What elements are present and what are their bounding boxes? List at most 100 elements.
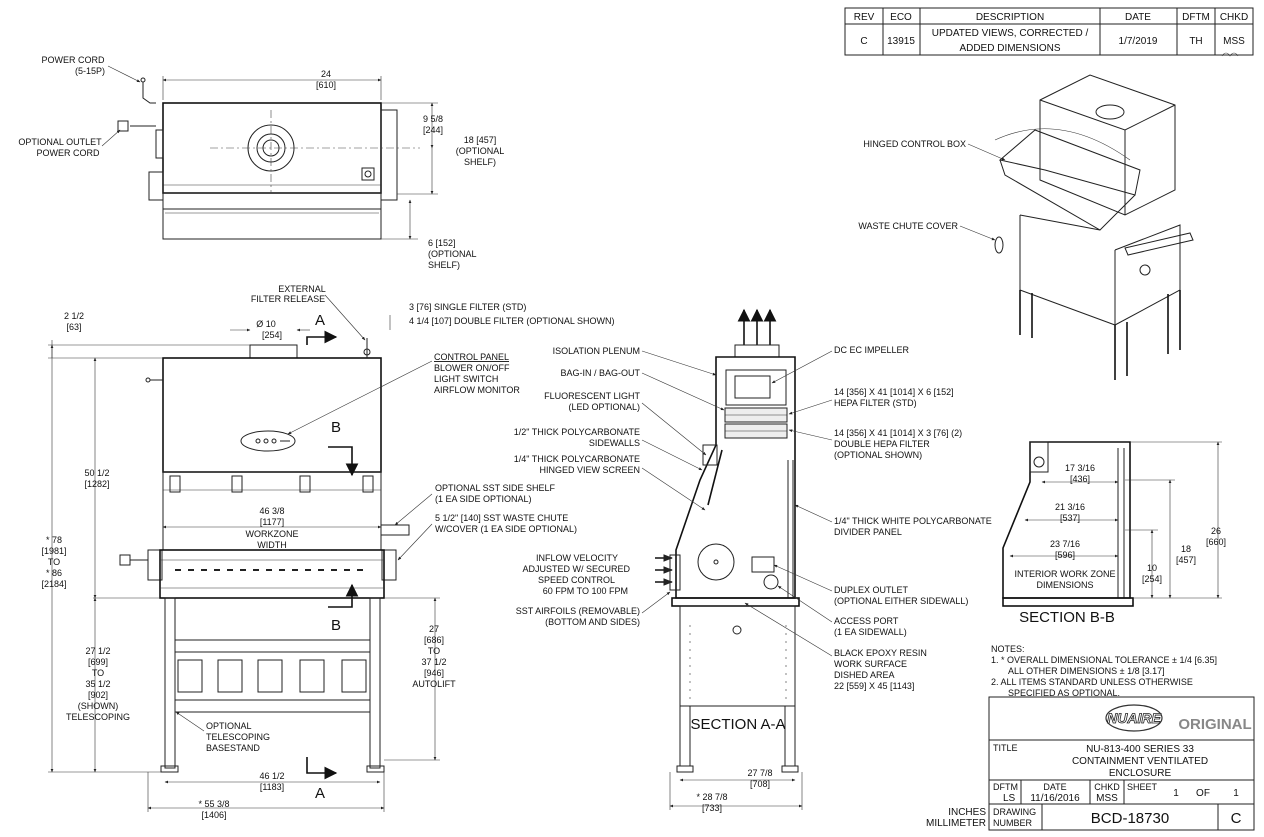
- dim-27-e: [946]: [424, 668, 444, 678]
- top-dim-6: 6 [152]: [428, 238, 456, 248]
- workzone-label: WORKZONE: [246, 529, 299, 539]
- top-width-dim: 24: [321, 69, 331, 79]
- double-hepa-label3: (OPTIONAL SHOWN): [834, 450, 922, 460]
- power-cord-type: (5-15P): [75, 66, 105, 76]
- dim-27-b: [686]: [424, 635, 444, 645]
- dim-78-b: [1981]: [41, 546, 66, 556]
- hinged-control-label: HINGED CONTROL BOX: [863, 139, 966, 149]
- rev-value: C: [860, 36, 867, 47]
- dim-2-12: 2 1/2: [64, 311, 84, 321]
- section-a-top: A: [315, 312, 325, 329]
- dim-78-d: * 86: [46, 568, 62, 578]
- dim-23-716-mm: [596]: [1055, 550, 1075, 560]
- dim-18: 18: [1181, 544, 1191, 554]
- section-bb-view: 17 3/16 [436] 21 3/16 [537] 23 7/16 [596…: [1002, 441, 1226, 626]
- title-line1: NU-813-400 SERIES 33: [1086, 744, 1194, 755]
- chkd-header: CHKD: [1220, 12, 1248, 23]
- airflow-monitor-label: AIRFLOW MONITOR: [434, 385, 520, 395]
- isometric-view: HINGED CONTROL BOX WASTE CHUTE COVER: [858, 74, 1194, 380]
- top-dim-18-note1: (OPTIONAL: [456, 146, 505, 156]
- dim-55-38-mm: [1406]: [201, 810, 226, 820]
- chkd-value: MSS: [1223, 36, 1245, 47]
- dim-27-d: 37 1/2: [421, 657, 446, 667]
- top-view: 24 [610] 9 5/8 [244] 18 [457] (OPTIONAL …: [18, 55, 504, 270]
- dim-27-12-e: [902]: [88, 690, 108, 700]
- dim-21-316: 21 3/16: [1055, 502, 1085, 512]
- eco-header: ECO: [890, 12, 912, 23]
- top-width-mm: [610]: [316, 80, 336, 90]
- sheet-total: 1: [1233, 788, 1239, 799]
- drawing-number: BCD-18730: [1091, 810, 1169, 827]
- sheet-number: 1: [1173, 788, 1179, 799]
- dim-78-c: TO: [48, 557, 60, 567]
- dim-17-316-mm: [436]: [1070, 474, 1090, 484]
- divider-label: 1/4" THICK WHITE POLYCARBONATE: [834, 516, 992, 526]
- top-dim-6-note2: SHELF): [428, 260, 460, 270]
- dim-27-78-mm: [708]: [750, 779, 770, 789]
- dim-21-316-mm: [537]: [1060, 513, 1080, 523]
- optional-outlet-label2: POWER CORD: [37, 148, 101, 158]
- note-2: 2. ALL ITEMS STANDARD UNLESS OTHERWISE: [991, 677, 1193, 687]
- dim-55-38: * 55 3/8: [198, 799, 229, 809]
- dim-27-f: AUTOLIFT: [412, 679, 456, 689]
- section-b-bottom: B: [331, 617, 341, 634]
- dim-50-12-mm: [1282]: [84, 479, 109, 489]
- waste-chute-label2: W/COVER (1 EA SIDE OPTIONAL): [435, 524, 577, 534]
- note-2b: SPECIFIED AS OPTIONAL.: [1008, 688, 1120, 698]
- dim-28-78-mm: [733]: [702, 803, 722, 813]
- dim-78-a: * 78: [46, 535, 62, 545]
- dftm-value: LS: [1003, 793, 1016, 804]
- sheet-of: OF: [1196, 788, 1210, 799]
- dim-diameter: Ø 10: [256, 319, 276, 329]
- basestand-label: OPTIONAL: [206, 721, 252, 731]
- dim-2-12-mm: [63]: [66, 322, 81, 332]
- title-block: NUAIRE ORIGINAL TITLE NU-813-400 SERIES …: [926, 696, 1255, 831]
- access-port-label2: (1 EA SIDEWALL): [834, 627, 907, 637]
- dim-50-12: 50 1/2: [84, 468, 109, 478]
- isolation-plenum-label: ISOLATION PLENUM: [553, 346, 640, 356]
- basestand-label2: TELESCOPING: [206, 732, 270, 742]
- dim-27-12-d: 35 1/2: [85, 679, 110, 689]
- dim-27-78: 27 7/8: [747, 768, 772, 778]
- airfoils-label: SST AIRFOILS (REMOVABLE): [516, 606, 640, 616]
- inflow-label4: 60 FPM TO 100 FPM: [543, 586, 628, 596]
- dim-46-12: 46 1/2: [259, 771, 284, 781]
- epoxy-label: BLACK EPOXY RESIN: [834, 648, 927, 658]
- nuaire-logo: NUAIRE: [1105, 704, 1163, 732]
- eco-value: 13915: [887, 36, 915, 47]
- waste-cover-label: WASTE CHUTE COVER: [858, 221, 958, 231]
- dim-27-a: 27: [429, 624, 439, 634]
- logo-text: NUAIRE: [1107, 710, 1161, 726]
- date-value: 1/7/2019: [1119, 36, 1158, 47]
- dim-27-12-b: [699]: [88, 657, 108, 667]
- sheet-label: SHEET: [1127, 782, 1158, 792]
- double-hepa-label: 14 [356] X 41 [1014] X 3 [76] (2): [834, 428, 962, 438]
- double-hepa-label2: DOUBLE HEPA FILTER: [834, 439, 930, 449]
- power-cord-label: POWER CORD: [42, 55, 106, 65]
- units-mm: MILLIMETER: [926, 818, 986, 829]
- dftm-header: DFTM: [1182, 12, 1210, 23]
- waste-chute-label: 5 1/2" [140] SST WASTE CHUTE: [435, 513, 568, 523]
- notes-title: NOTES:: [991, 644, 1025, 654]
- top-dim-9-58-mm: [244]: [423, 125, 443, 135]
- epoxy-label2: WORK SURFACE: [834, 659, 907, 669]
- units-inches: INCHES: [948, 807, 986, 818]
- airfoils-label2: (BOTTOM AND SIDES): [545, 617, 640, 627]
- section-bb-title: SECTION B-B: [1019, 609, 1115, 626]
- number-label: NUMBER: [993, 818, 1033, 828]
- section-b-top: B: [331, 419, 341, 436]
- date-label: DATE: [1043, 782, 1066, 792]
- light-switch-label: LIGHT SWITCH: [434, 374, 498, 384]
- title-line3: ENCLOSURE: [1109, 768, 1172, 779]
- description-header: DESCRIPTION: [976, 12, 1044, 23]
- divider-label2: DIVIDER PANEL: [834, 527, 902, 537]
- double-filter-label: 4 1/4 [107] DOUBLE FILTER (OPTIONAL SHOW…: [409, 316, 615, 326]
- section-aa-view: SECTION A-A 27 7/8 [708] * 28 7/8 [733] …: [514, 308, 992, 813]
- dim-26: 26: [1211, 526, 1221, 536]
- description-value-line2: ADDED DIMENSIONS: [959, 43, 1060, 54]
- dim-27-12-f: (SHOWN): [78, 701, 119, 711]
- dim-27-12-c: TO: [92, 668, 104, 678]
- interior-label: INTERIOR WORK ZONE: [1015, 569, 1116, 579]
- dim-17-316: 17 3/16: [1065, 463, 1095, 473]
